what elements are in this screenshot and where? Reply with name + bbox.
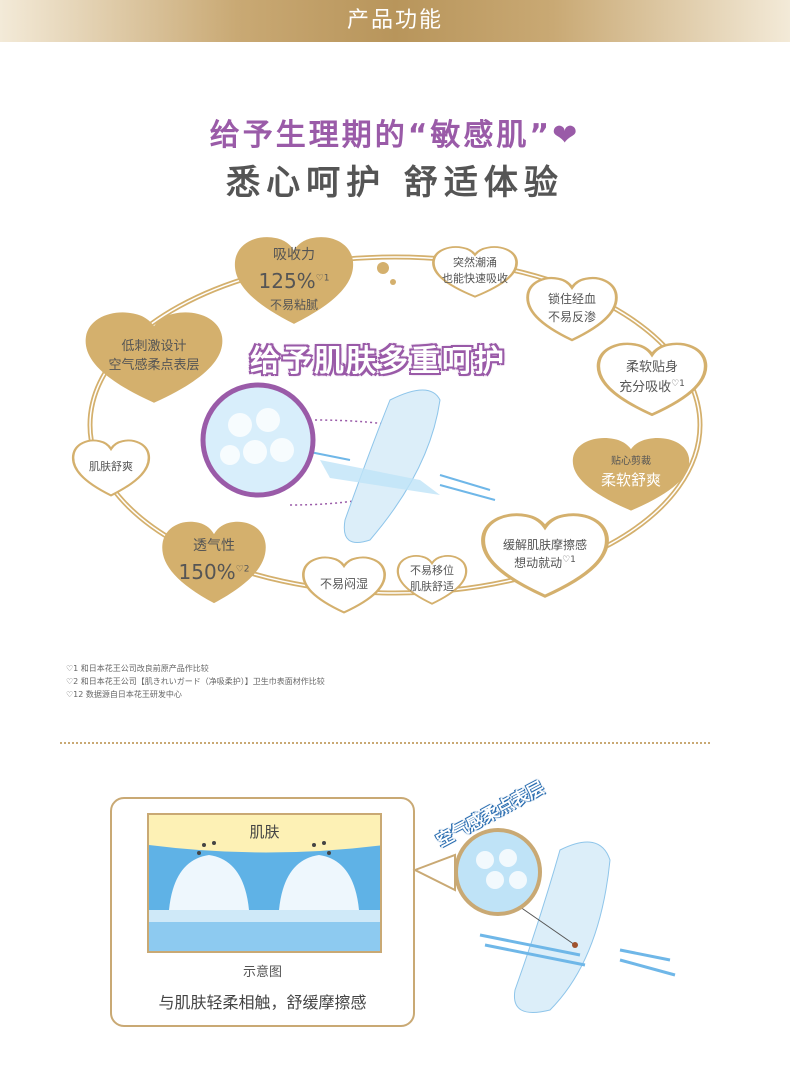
footnote-ref: ♡1 (562, 555, 576, 565)
feature-label: 低刺激设计 (121, 338, 187, 354)
feature-label: 肌肤舒爽 (89, 459, 133, 473)
heart-icon: ❤ (552, 118, 581, 153)
feature-cut: 贴心剪裁柔软舒爽 (568, 432, 694, 514)
feature-soft-fit: 柔软贴身充分吸收♡1 (594, 338, 710, 418)
footnote-ref: ♡2 (235, 563, 250, 574)
feature-no-shift: 不易移位肌肤舒适 (395, 552, 469, 606)
divider (60, 742, 710, 744)
feature-sub: 空气感柔点表层 (108, 358, 200, 373)
feature-sub: 想动就动 (514, 556, 563, 570)
feature-sub: 也能快速吸收 (442, 272, 508, 285)
surface-label: 空气感柔点表层 (433, 777, 548, 852)
value-text: 125% (258, 268, 316, 293)
headline-line1: 给予生理期的“敏感肌”❤ (0, 110, 790, 154)
feature-label: 柔软贴身 (625, 360, 678, 376)
value-text: 150% (178, 559, 236, 584)
feature-low-irritation: 低刺激设计空气感柔点表层 (80, 305, 228, 407)
feature-lock: 锁住经血不易反渗 (524, 273, 620, 343)
feature-sub: 柔软舒爽 (600, 471, 661, 490)
feature-sub-wrap: 充分吸收♡1 (619, 378, 685, 398)
headline-text: 给予生理期的“敏感肌” (209, 118, 553, 153)
diagram-description: 与肌肤轻柔相触，舒缓摩擦感 (158, 993, 367, 1012)
feature-label: 不易移位 (410, 563, 454, 577)
feature-sub: 肌肤舒适 (410, 580, 454, 593)
feature-no-stuffy: 不易闷湿 (300, 553, 388, 615)
feature-friction: 缓解肌肤摩擦感想动就动♡1 (478, 508, 612, 600)
pad-illustration (299, 389, 496, 543)
center-title: 给予肌肤多重呵护 (249, 343, 506, 380)
diagram-box: 肌肤 示意图 与肌肤轻柔相触，舒缓摩擦感 (110, 797, 415, 1027)
feature-label: 透气性 (193, 537, 235, 554)
texture-circle (200, 382, 316, 498)
footnote: ♡12 数据源自日本花王研发中心 (66, 690, 182, 699)
headline-line2: 悉心呵护 舒适体验 (226, 163, 564, 203)
feature-label: 缓解肌肤摩擦感 (502, 538, 587, 552)
feature-sub: 充分吸收 (619, 380, 672, 396)
skin-diagram: 肌肤 (147, 813, 382, 953)
feature-sub: 不易粘腻 (269, 297, 318, 312)
feature-label: 突然潮涌 (453, 255, 497, 269)
skin-label: 肌肤 (249, 823, 280, 841)
feature-skin-fresh: 肌肤舒爽 (70, 436, 152, 498)
feature-ring (87, 254, 703, 596)
section-banner: 产品功能 (0, 0, 790, 42)
feature-value: 125%♡1 (259, 266, 330, 296)
feature-value: 150%♡2 (179, 557, 250, 587)
feature-label: 贴心剪裁 (611, 456, 651, 468)
feature-label: 吸收力 (273, 246, 315, 263)
footnotes: ♡1 和日本花王公司改良前原产品作比较 ♡2 和日本花王公司【肌きれいガード（净… (66, 662, 325, 701)
footnote-ref: ♡1 (315, 272, 330, 283)
footnote-ref: ♡1 (671, 378, 685, 389)
footnote: ♡1 和日本花王公司改良前原产品作比较 (66, 664, 209, 673)
diagram-caption: 示意图 (242, 965, 282, 980)
feature-sub-wrap: 想动就动♡1 (514, 554, 576, 572)
feature-label: 锁住经血 (547, 292, 596, 306)
feature-fast-absorb: 突然潮涌也能快速吸收 (430, 243, 520, 299)
feature-breathability: 透气性 150%♡2 (158, 515, 270, 607)
footnote: ♡2 和日本花王公司【肌きれいガード（净吸柔护）】卫生巾表面材作比较 (66, 677, 325, 686)
feature-label: 不易闷湿 (319, 577, 368, 591)
feature-sub: 不易反渗 (547, 310, 596, 324)
